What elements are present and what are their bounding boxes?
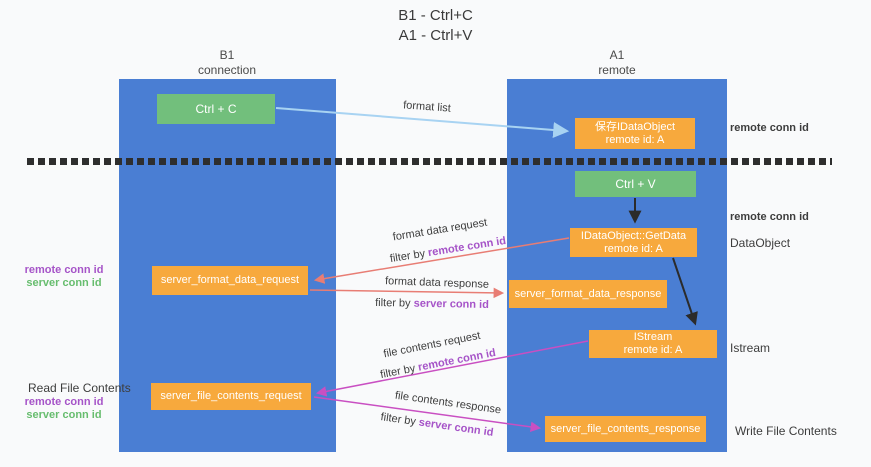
label-format-data-response: format data response	[384, 275, 490, 291]
node-idataobject-getdata: IDataObject::GetData remote id: A	[570, 228, 697, 257]
node-server-format-data-request-label: server_format_data_request	[160, 274, 300, 286]
diagram-title: B1 - Ctrl+C A1 - Ctrl+V	[0, 6, 871, 46]
left-conn-id-stack-1: remote conn id server conn id	[18, 264, 110, 290]
filter-by-text: filter by	[379, 362, 417, 382]
label-filter-server-2: filter by server conn id	[380, 411, 494, 439]
node-server-file-contents-response: server_file_contents_response	[545, 416, 706, 442]
left-server-conn-id-2: server conn id	[26, 409, 102, 421]
left-read-file-contents-label: Read File Contents	[28, 381, 131, 395]
right-dataobject-label: DataObject	[730, 236, 791, 250]
node-server-format-data-response: server_format_data_response	[509, 280, 667, 308]
right-remote-conn-id-2: remote conn id	[730, 211, 809, 223]
node-save-idataobject: 保存IDataObject remote id: A	[575, 118, 695, 149]
remote-conn-id-text: remote conn id	[427, 234, 507, 260]
right-istream-label: Istream	[730, 341, 771, 355]
node-server-file-contents-response-label: server_file_contents_response	[550, 422, 701, 435]
node-save-idataobject-subtitle: remote id: A	[605, 133, 665, 146]
node-idataobject-getdata-title: IDataObject::GetData	[580, 229, 687, 242]
server-conn-id-text: server conn id	[418, 416, 495, 439]
lane-a1-role: remote	[598, 63, 636, 77]
left-server-conn-id-1: server conn id	[26, 277, 102, 289]
filter-by-text: filter by	[389, 247, 427, 266]
arrow-format-data-response	[309, 287, 505, 299]
right-write-file-contents-label: Write File Contents	[735, 424, 837, 438]
lane-a1-name: A1	[609, 48, 625, 62]
node-istream-title: IStream	[633, 331, 673, 343]
lane-header-b1: B1 connection	[167, 48, 287, 78]
label-file-contents-response: file contents response	[394, 389, 502, 417]
lane-b1-role: connection	[197, 63, 257, 77]
node-server-format-data-request: server_format_data_request	[152, 266, 308, 295]
title-line-1: B1 - Ctrl+C	[398, 7, 473, 24]
node-istream-subtitle: remote id: A	[623, 344, 683, 356]
left-conn-id-stack-2: remote conn id server conn id	[18, 396, 110, 422]
node-ctrl-c-label: Ctrl + C	[195, 102, 237, 116]
node-istream: IStream remote id: A	[589, 330, 717, 358]
left-remote-conn-id-1: remote conn id	[24, 264, 104, 276]
lane-b1-name: B1	[219, 48, 235, 62]
node-save-idataobject-title: 保存IDataObject	[594, 120, 676, 133]
label-filter-server-1: filter by server conn id	[375, 297, 489, 311]
node-ctrl-v-label: Ctrl + V	[615, 177, 656, 191]
filter-by-text: filter by	[379, 411, 417, 428]
node-ctrl-c: Ctrl + C	[157, 94, 275, 124]
right-remote-conn-id-1: remote conn id	[730, 122, 809, 134]
dashed-divider	[27, 158, 832, 165]
label-format-list: format list	[402, 99, 452, 115]
filter-by-text: filter by	[375, 297, 411, 310]
lane-header-a1: A1 remote	[557, 48, 677, 78]
node-idataobject-getdata-subtitle: remote id: A	[604, 242, 663, 255]
node-server-file-contents-request-label: server_file_contents_request	[160, 390, 302, 402]
node-server-format-data-response-label: server_format_data_response	[514, 287, 662, 300]
server-conn-id-text: server conn id	[413, 297, 489, 311]
node-ctrl-v: Ctrl + V	[575, 171, 696, 197]
left-remote-conn-id-2: remote conn id	[24, 396, 104, 408]
title-line-2: A1 - Ctrl+V	[398, 27, 473, 44]
node-server-file-contents-request: server_file_contents_request	[151, 383, 311, 410]
